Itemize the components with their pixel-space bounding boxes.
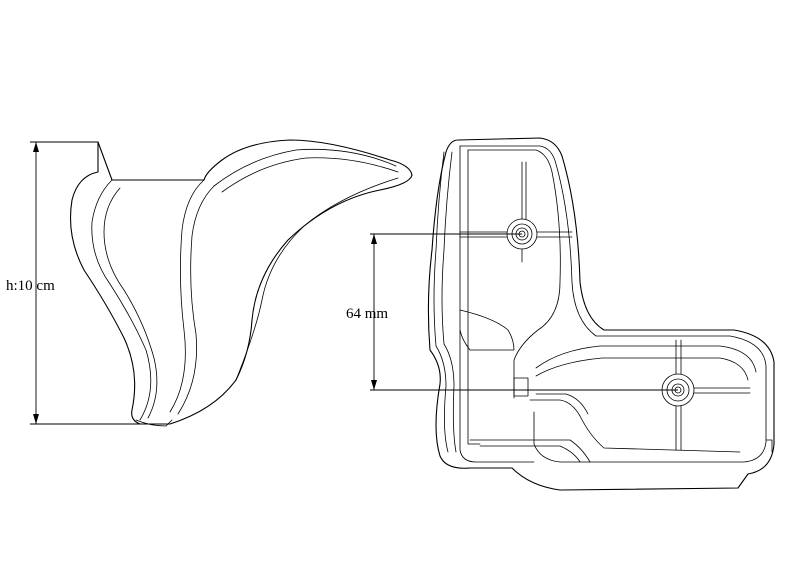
lower-mounting-hole: [629, 339, 751, 451]
foot-side-view: [69, 139, 413, 427]
bracket-top-view: [427, 137, 775, 491]
spacing-label: 64 mm: [346, 306, 388, 322]
spacing-dimension: 64 mm: [346, 233, 678, 391]
height-label: h:10 cm: [6, 278, 55, 294]
upper-mounting-hole: [459, 161, 573, 263]
height-dimension: h:10 cm: [6, 141, 140, 425]
